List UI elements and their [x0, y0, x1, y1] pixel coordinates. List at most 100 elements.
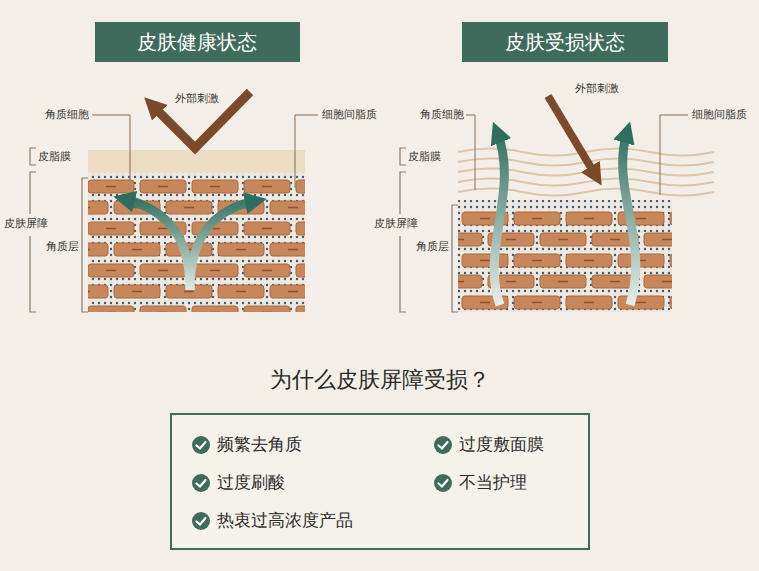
keratinocyte [88, 306, 134, 312]
title-band: 皮肤受损状态 [462, 22, 668, 62]
keratinocyte [296, 222, 305, 235]
cell-nucleus [262, 186, 272, 188]
cell-nucleus [506, 239, 516, 241]
keratinocyte [88, 264, 134, 277]
keratinocyte [540, 275, 586, 288]
checklist-box: 为什么皮肤屏障受损？频繁去角质过度敷面膜过度刷酸不当护理热衷过高浓度产品 [170, 413, 590, 550]
cell-nucleus [480, 260, 490, 262]
cell-nucleus [158, 312, 168, 313]
cell-nucleus [88, 291, 90, 293]
keratinocyte [244, 306, 290, 312]
keratinocyte [270, 201, 305, 214]
title-text: 皮肤受损状态 [505, 30, 625, 54]
keratinocyte [618, 296, 664, 309]
part-label: 外部刺激 [175, 92, 219, 106]
cell-nucleus [158, 186, 168, 188]
keratinocyte [618, 254, 664, 267]
keratinocyte [670, 254, 672, 267]
cell-nucleus [558, 281, 568, 283]
cell-nucleus [106, 186, 116, 188]
keratinocyte [670, 296, 672, 309]
cell-nucleus [236, 249, 246, 251]
cell-nucleus [532, 260, 542, 262]
checklist-item: 过度敷面膜 [434, 433, 544, 456]
cell-nucleus [458, 239, 464, 241]
cell-nucleus [480, 218, 490, 220]
cell-nucleus [584, 260, 594, 262]
cell-nucleus [662, 281, 672, 283]
checklist-item: 热衷过高浓度产品 [192, 509, 353, 532]
keratinocyte [670, 212, 672, 225]
part-label: 皮肤屏障 [4, 217, 48, 231]
cell-nucleus [636, 302, 646, 304]
cell-nucleus [610, 239, 620, 241]
keratinocyte [218, 243, 264, 256]
moisture-arrow [124, 199, 190, 290]
cell-nucleus [184, 207, 194, 209]
cell-nucleus [106, 228, 116, 230]
cell-nucleus [88, 207, 90, 209]
title-text: 皮肤健康状态 [137, 30, 257, 54]
keratinocyte [296, 264, 305, 277]
keratinocyte [270, 285, 305, 298]
keratinocyte [88, 243, 108, 256]
cell-nucleus [532, 302, 542, 304]
cell-nucleus [636, 218, 646, 220]
keratinocyte [566, 296, 612, 309]
keratinocyte [140, 306, 186, 312]
cell-nucleus [662, 239, 672, 241]
cell-nucleus [458, 281, 464, 283]
keratinocyte [566, 212, 612, 225]
cell-nucleus [610, 281, 620, 283]
keratinocyte [88, 180, 134, 193]
keratinocyte [462, 254, 508, 267]
wavy-line [458, 169, 714, 176]
keratinocyte [88, 222, 134, 235]
sebum-film [88, 150, 305, 172]
checklist-item: 频繁去角质 [192, 433, 302, 456]
cell-nucleus [506, 281, 516, 283]
keratinocyte [514, 296, 560, 309]
part-label: 角质层 [416, 240, 449, 254]
keratinocyte [514, 212, 560, 225]
part-label: 外部刺激 [575, 82, 619, 96]
moisture-arrow [190, 201, 256, 290]
keratinocyte [192, 264, 238, 277]
keratinocyte [244, 264, 290, 277]
section-heading: 为什么皮肤屏障受损？ [172, 365, 588, 395]
cell-nucleus [132, 291, 142, 293]
cell-nucleus [210, 312, 220, 313]
keratinocyte [458, 233, 482, 246]
cell-nucleus [106, 312, 116, 313]
cell-nucleus [558, 239, 568, 241]
cell-nucleus [288, 207, 298, 209]
keratinocyte [458, 275, 482, 288]
keratinocyte [218, 285, 264, 298]
keratinocyte [566, 254, 612, 267]
cell-nucleus [184, 291, 194, 293]
checklist-text: 过度敷面膜 [459, 433, 544, 456]
cell-nucleus [480, 302, 490, 304]
cell-nucleus [210, 270, 220, 272]
keratinocyte [244, 222, 290, 235]
cell-nucleus [584, 218, 594, 220]
checklist-item: 不当护理 [434, 471, 527, 494]
part-label: 角质细胞 [45, 108, 89, 122]
keratinocytes [88, 180, 305, 312]
keratinocyte [644, 233, 672, 246]
keratinocyte [114, 285, 160, 298]
keratinocyte [296, 306, 305, 312]
cell-nucleus [210, 186, 220, 188]
title-band: 皮肤健康状态 [95, 22, 300, 62]
cell-nucleus [158, 270, 168, 272]
cell-nucleus [262, 228, 272, 230]
checklist-item: 过度刷酸 [192, 471, 285, 494]
stimulus-arrow [152, 92, 250, 148]
keratinocyte [540, 233, 586, 246]
keratinocyte [192, 306, 238, 312]
cell-nucleus [584, 302, 594, 304]
moisture-loss-arrow [623, 132, 636, 305]
cell-nucleus [288, 249, 298, 251]
keratinocyte [166, 201, 212, 214]
cell-nucleus [262, 270, 272, 272]
